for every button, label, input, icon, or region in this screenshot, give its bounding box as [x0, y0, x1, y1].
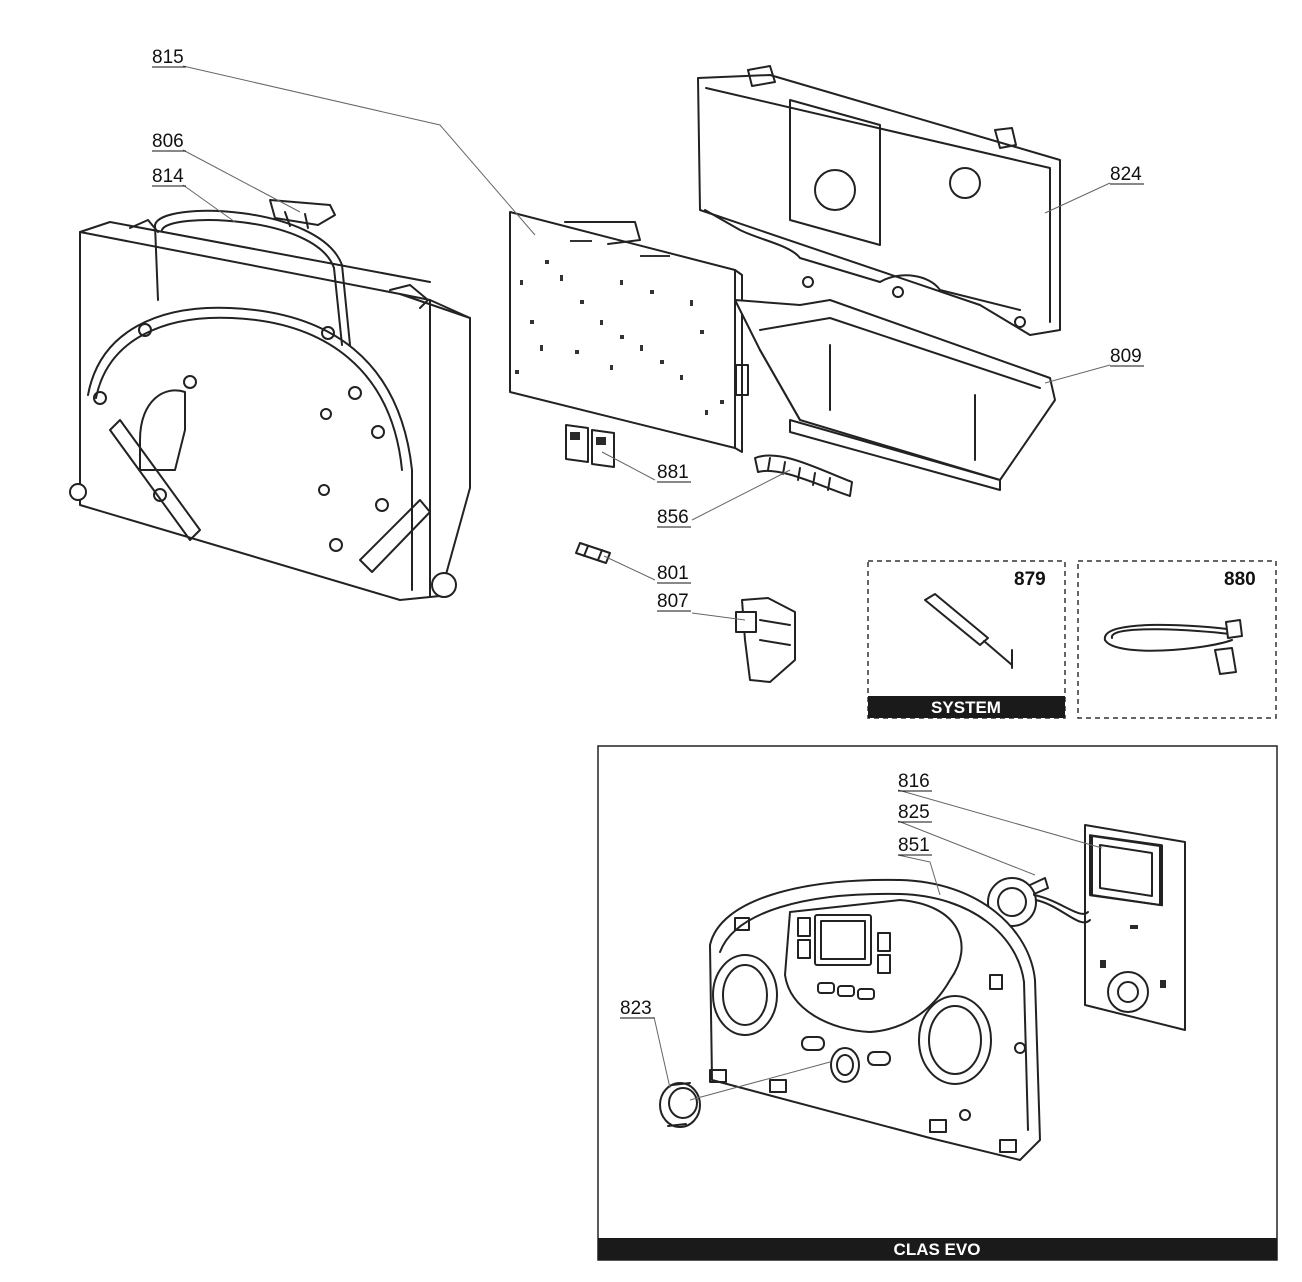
label-807: 807	[657, 591, 689, 612]
label-814: 814	[152, 166, 184, 187]
label-823: 823	[620, 998, 652, 1019]
label-856: 856	[657, 507, 689, 528]
label-879: 879	[1014, 569, 1046, 590]
clas-evo-box	[597, 745, 1278, 1261]
cable-grommet-856	[754, 454, 853, 497]
bracket-809	[734, 299, 1056, 491]
label-881: 881	[657, 462, 689, 483]
label-801: 801	[657, 563, 689, 584]
label-806: 806	[152, 131, 184, 152]
system-label: SYSTEM	[931, 698, 1001, 717]
label-851: 851	[898, 835, 930, 856]
label-825: 825	[898, 802, 930, 823]
fuse-801	[575, 542, 611, 564]
clas-evo-label: CLAS EVO	[894, 1240, 981, 1259]
label-816: 816	[898, 771, 930, 792]
cable-box-880	[1077, 560, 1277, 719]
main-pcb-815	[509, 211, 749, 453]
control-box-housing	[69, 199, 471, 601]
label-815: 815	[152, 47, 184, 68]
leader-lines-upper	[182, 65, 1111, 621]
label-809: 809	[1110, 346, 1142, 367]
label-824: 824	[1110, 164, 1142, 185]
switch-807	[735, 597, 796, 683]
part-labels: 815 806 814 824 809 881 856 801 807 879 …	[152, 47, 1256, 1259]
system-box	[867, 560, 1066, 719]
cover-824	[697, 65, 1061, 336]
connectors-881	[565, 424, 615, 468]
label-880: 880	[1224, 569, 1256, 590]
